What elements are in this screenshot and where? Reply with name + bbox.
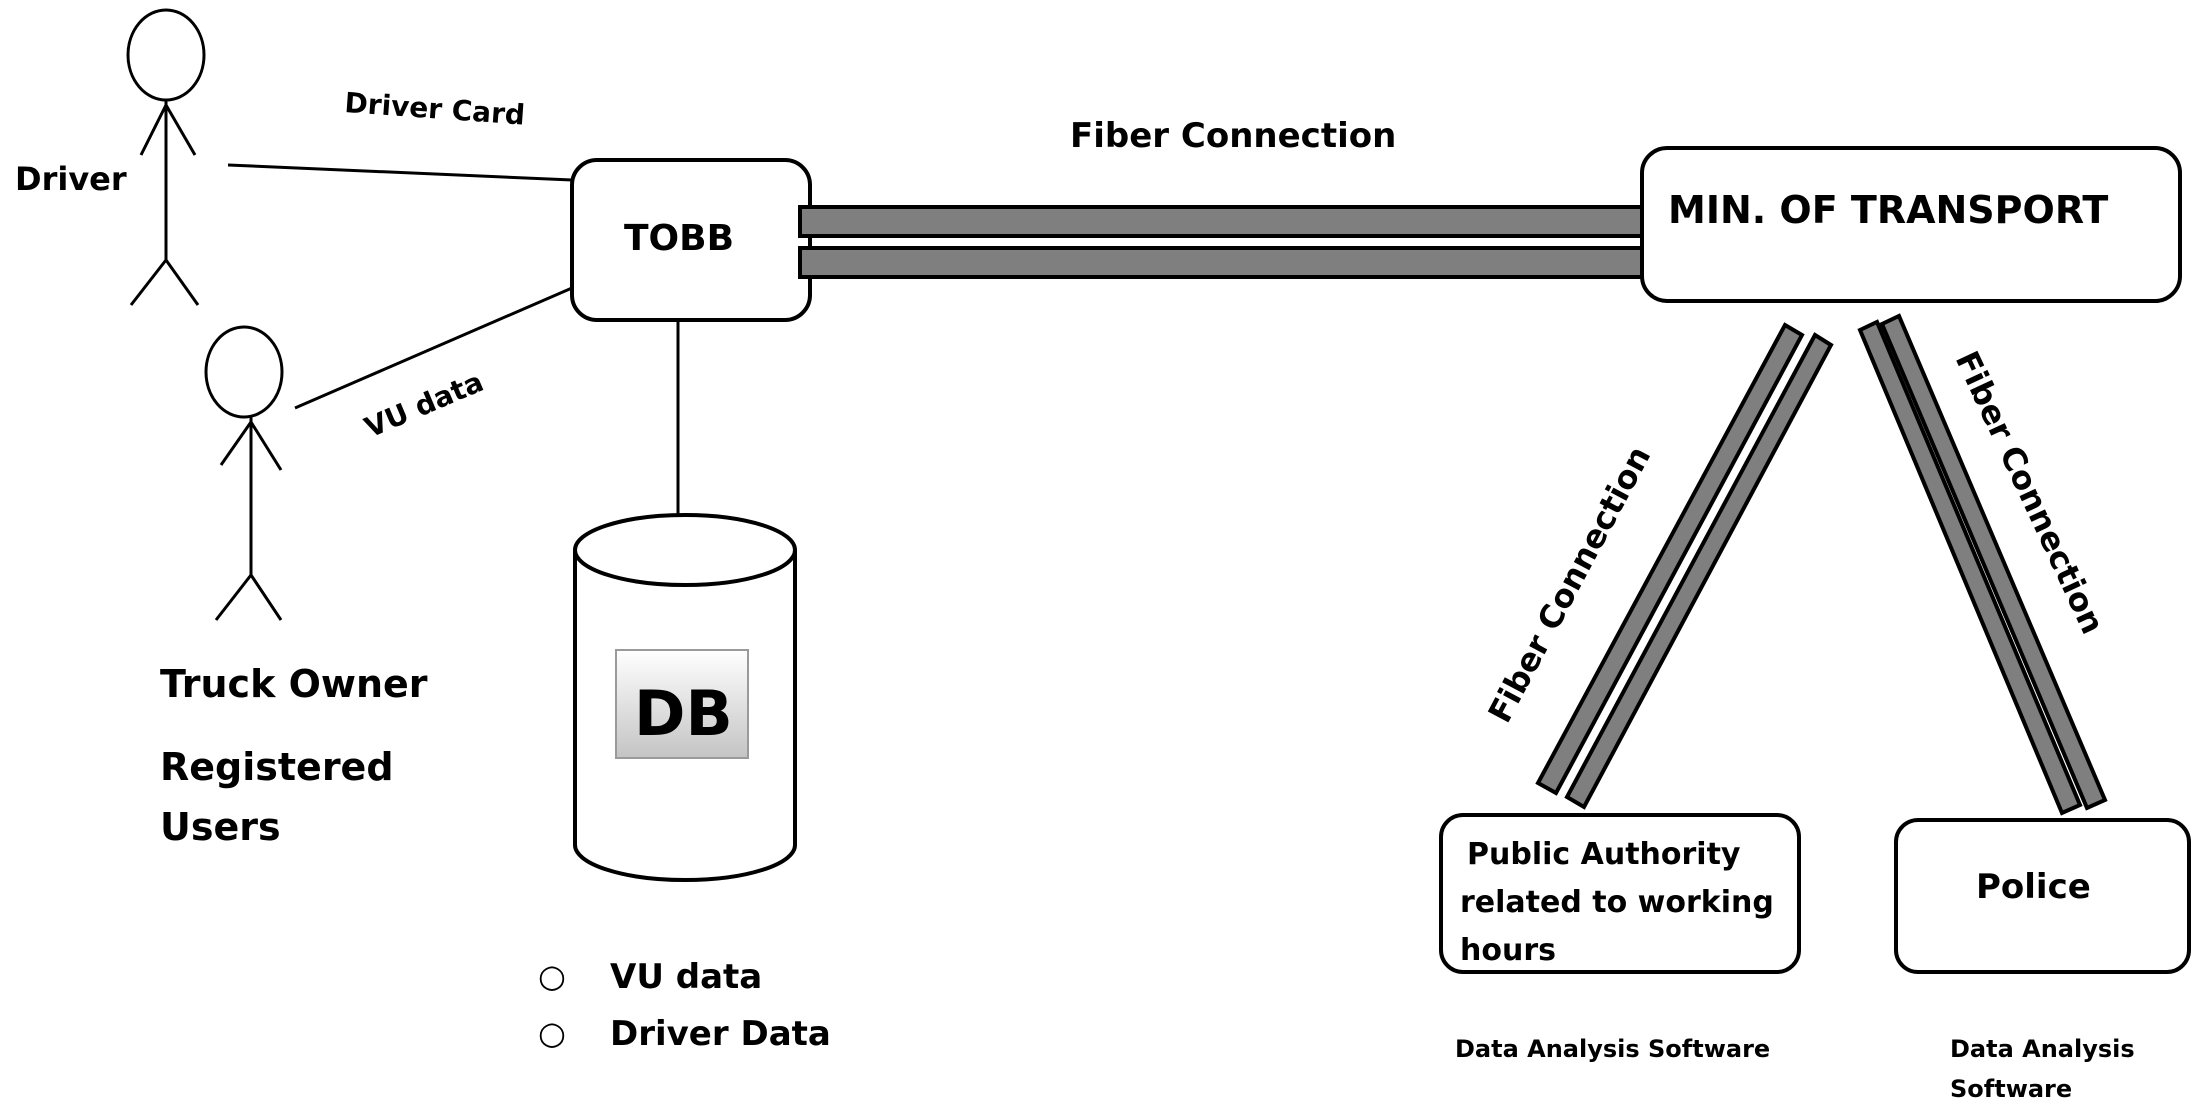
driver-card-label: Driver Card	[344, 86, 527, 132]
fiber-connection-left	[1535, 322, 1834, 810]
registered-users-label: Registered Users	[160, 745, 407, 849]
public-authority-label: Public Authority related to working hour…	[1460, 837, 1784, 968]
vu-data-label: VU data	[360, 365, 488, 444]
db-contents-bullet: ○	[538, 957, 566, 995]
db-contents-item: Driver Data	[610, 1014, 831, 1054]
public-authority-label-line: related to working	[1460, 885, 1774, 920]
tobb-label: TOBB	[624, 218, 734, 259]
ministry-of-transport-label: MIN. OF TRANSPORT	[1668, 188, 2108, 232]
truck-owner-label: Truck Owner	[160, 662, 428, 706]
public-authority-label-line: hours	[1460, 933, 1556, 968]
vu-data-connection	[294, 286, 573, 410]
police-software-label-line: Data Analysis	[1950, 1035, 2135, 1063]
db-contents-item: VU data	[610, 957, 762, 997]
driver-label: Driver	[15, 160, 127, 198]
police-label: Police	[1976, 867, 2091, 907]
db-contents-list: ○ VU data ○ Driver Data	[538, 957, 831, 1054]
police-software-label-line: Software	[1950, 1075, 2072, 1103]
tobb-node	[570, 158, 812, 322]
truck-owner-actor-icon	[204, 325, 284, 621]
driver-actor-icon	[126, 8, 206, 306]
driver-card-connection	[227, 163, 573, 182]
database-label-box	[615, 649, 749, 759]
fiber-connection-right	[1857, 313, 2108, 816]
registered-users-line: Registered	[160, 745, 394, 789]
fiber-connection-top-label: Fiber Connection	[1070, 116, 1396, 156]
police-software-label: Data Analysis Software	[1950, 1035, 2143, 1103]
fiber-connection-top	[798, 205, 1644, 279]
registered-users-line: Users	[160, 805, 281, 849]
police-node	[1894, 818, 2191, 974]
public-authority-label-line: Public Authority	[1467, 837, 1741, 872]
db-contents-bullet: ○	[538, 1014, 566, 1052]
public-authority-software-label: Data Analysis Software	[1455, 1035, 1770, 1063]
database-label: DB	[634, 677, 733, 750]
ministry-of-transport-node	[1640, 146, 2182, 303]
public-authority-node	[1439, 813, 1801, 974]
